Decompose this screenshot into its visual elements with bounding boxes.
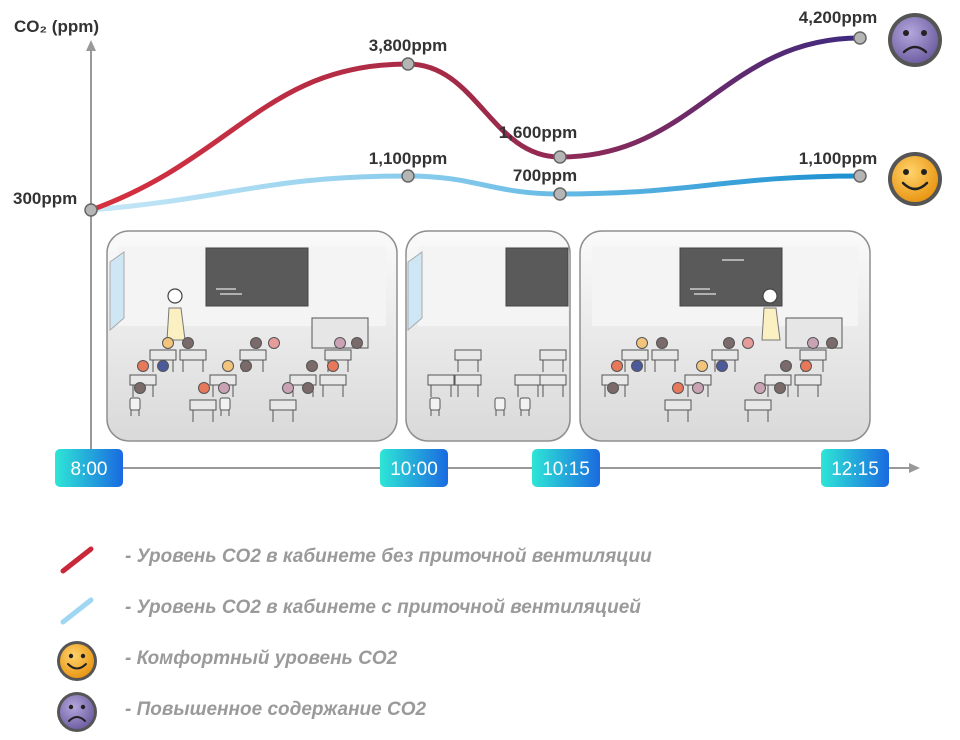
x-tick-label: 10:15 [542,459,590,480]
x-tick-badge [55,449,123,487]
data-label-with-vent: 1,100ppm [369,149,447,168]
legend-item-high: - Повышенное содержание CO2 [55,690,755,732]
data-point-with-vent [853,169,867,183]
legend-label-with-vent: - Уровень CO2 в кабинете с приточной вен… [125,597,641,618]
data-point-no-vent [853,31,867,45]
classroom-illustration-3 [579,230,871,442]
legend-label-no-vent: - Уровень CO2 в кабинете без приточной в… [125,546,652,567]
classroom-illustration-1 [106,230,398,442]
x-tick-label: 12:15 [831,459,879,480]
data-point-no-vent [553,150,567,164]
data-point-no-vent [401,57,415,71]
smiley-happy-icon [57,641,97,681]
classroom-illustration-2 [405,230,571,442]
data-label-no-vent: 1,600ppm [499,123,577,142]
x-tick-badge [380,449,448,487]
smiley-sad-icon [888,13,942,67]
x-tick-label: 10:00 [390,459,438,480]
legend-label-high: - Повышенное содержание CO2 [125,699,427,720]
x-axis-arrow [909,463,920,473]
data-point-with-vent [401,169,415,183]
data-label-with-vent: 700ppm [513,166,577,185]
x-tick-badge [532,449,600,487]
y-axis-label: CO₂ (ppm) [14,17,99,36]
red-line-swatch [60,546,94,574]
data-point-start [84,203,98,217]
x-tick-badge [821,449,889,487]
data-label-with-vent: 1,100ppm [799,149,877,168]
blue-line-swatch [60,597,94,625]
data-label-start: 300ppm [13,189,77,208]
series-line-with-ventilation [88,173,863,213]
series-line-without-ventilation [88,35,863,213]
legend-item-with-vent: - Уровень CO2 в кабинете с приточной вен… [55,588,755,628]
legend-item-no-vent: - Уровень CO2 в кабинете без приточной в… [55,537,755,577]
data-label-no-vent: 3,800ppm [369,36,447,55]
smiley-happy-icon [888,152,942,206]
y-axis-arrow [86,40,96,51]
legend-item-comfort: - Комфортный уровень CO2 [55,639,755,681]
data-point-with-vent [553,187,567,201]
data-label-no-vent: 4,200ppm [799,8,877,27]
smiley-sad-icon [57,692,97,732]
legend-label-comfort: - Комфортный уровень CO2 [125,648,398,669]
x-tick-label: 8:00 [71,459,108,480]
